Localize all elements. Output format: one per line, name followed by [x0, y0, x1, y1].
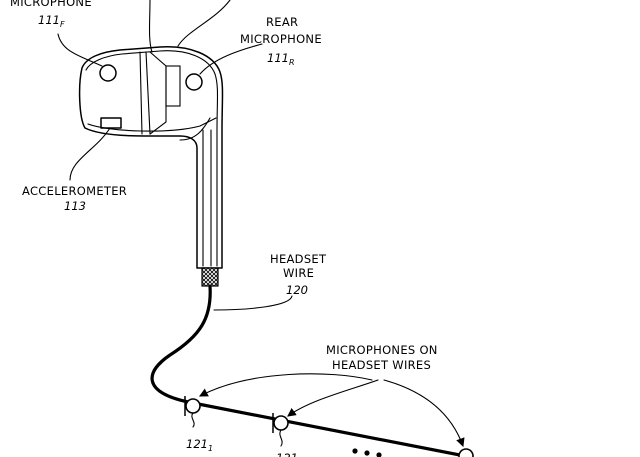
arrow-mic-1	[199, 373, 373, 397]
wire-mic-1-ref: 1211	[186, 437, 213, 453]
front-microphone	[99, 64, 117, 82]
wire-mics-label-line1: MICROPHONES ON	[326, 343, 438, 357]
headset-wire	[150, 284, 472, 457]
rear-mic-ref: 111R	[267, 51, 295, 67]
accelerometer	[100, 117, 122, 129]
rear-mic-label-line2: MICROPHONE	[240, 32, 322, 46]
leader-headset-wire	[213, 295, 293, 311]
wire-microphone-n	[458, 448, 474, 457]
leader-accelerometer	[69, 127, 111, 181]
front-mic-ref: 111F	[38, 13, 65, 29]
earbud-shell	[78, 46, 224, 269]
earbud	[78, 46, 224, 269]
wire-microphone-1	[184, 396, 201, 428]
stem-curve	[179, 117, 211, 141]
earbud-side-panel	[149, 51, 167, 135]
headset-wire-label-line2: WIRE	[283, 266, 314, 280]
arrow-mic-n	[383, 379, 465, 448]
leader-top-2	[177, 0, 231, 47]
headset-wire-ref: 120	[286, 283, 308, 297]
wire-mic-2-ref: 121	[276, 451, 298, 457]
earbud-face-divider-2	[145, 51, 151, 135]
earbud-rear-port	[165, 65, 181, 107]
headset-wire-label-line1: HEADSET	[270, 252, 327, 266]
wire-strain-relief	[201, 267, 219, 287]
arrow-mic-2	[287, 379, 379, 417]
earbud-inner-outline	[85, 50, 219, 267]
leader-top-1	[148, 0, 153, 53]
front-mic-label: MICROPHONE	[10, 0, 92, 9]
rear-microphone	[185, 73, 203, 91]
ellipsis-dots	[352, 448, 382, 457]
wire-microphone-2	[272, 413, 289, 447]
leader-rear-mic	[199, 43, 263, 75]
accelerometer-ref: 113	[64, 199, 86, 213]
rear-mic-label-line1: REAR	[266, 15, 298, 29]
leader-front-mic	[57, 33, 103, 67]
wire-mics-label-line2: HEADSET WIRES	[332, 358, 431, 372]
earbud-bottom-rim	[87, 117, 217, 132]
earbud-face-divider	[139, 51, 143, 135]
accelerometer-label: ACCELEROMETER	[22, 184, 127, 198]
